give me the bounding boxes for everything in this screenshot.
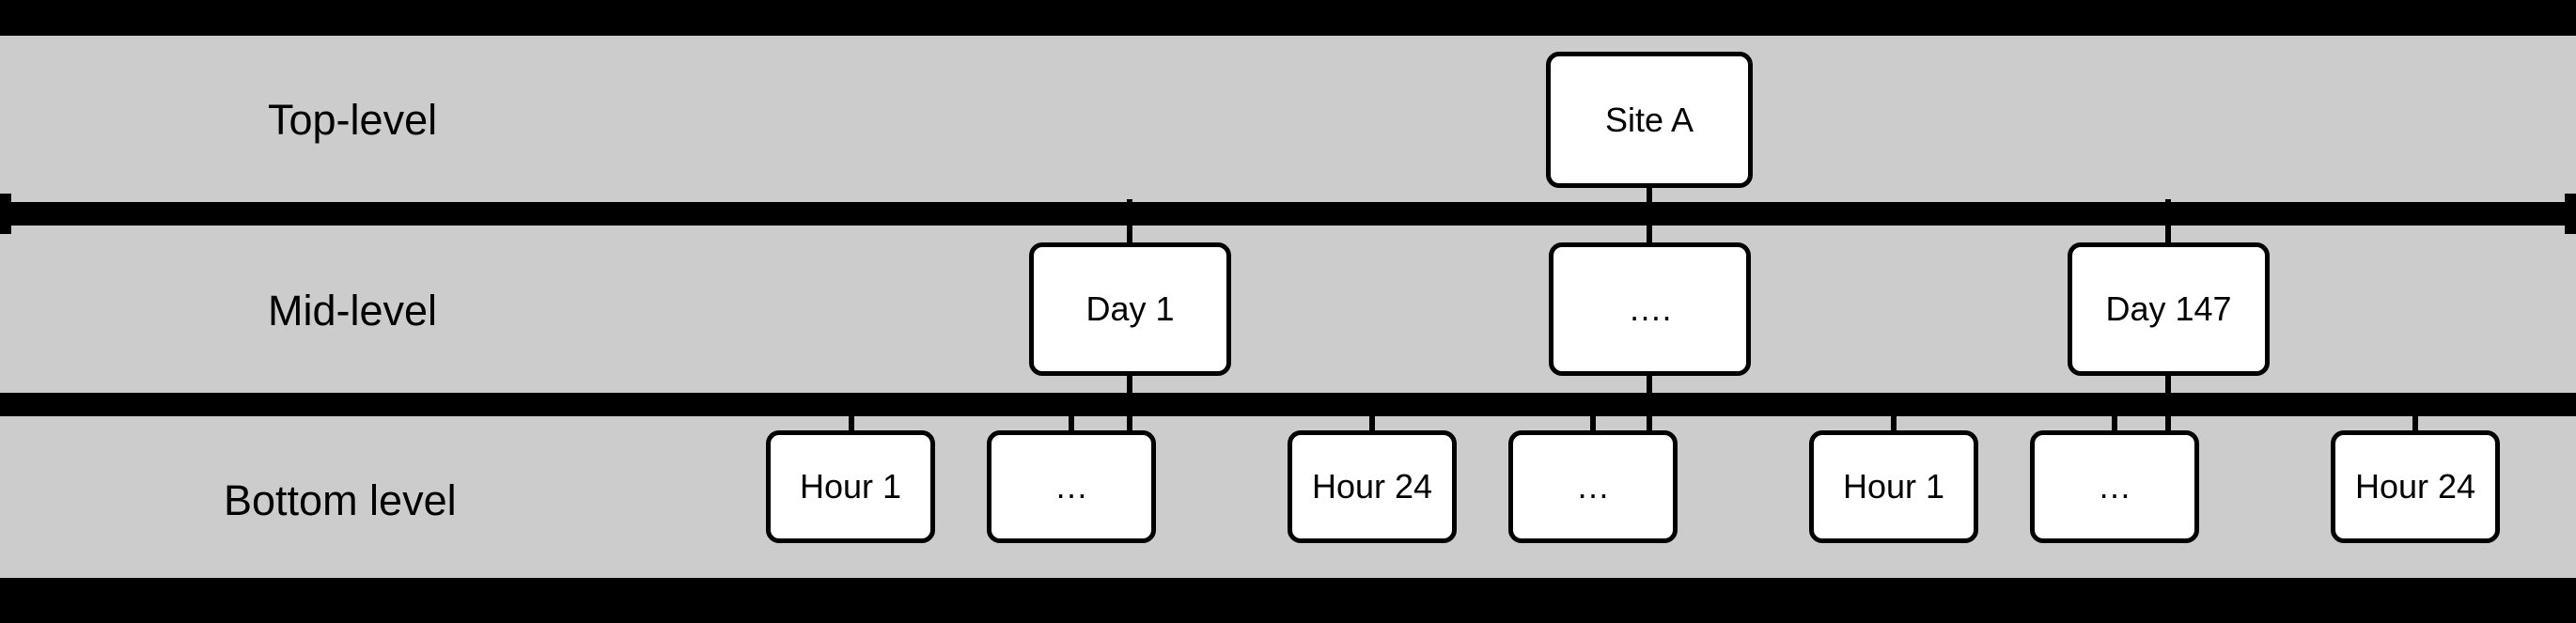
connector-hour-ellipsis-3-tick xyxy=(2112,412,2117,434)
node-hour-ellipsis-3[interactable]: … xyxy=(2030,430,2199,543)
level-separator-rail-bottom xyxy=(0,393,2576,416)
node-hour-24-b[interactable]: Hour 24 xyxy=(2331,430,2500,543)
connector-hour-1-b-tick xyxy=(1891,412,1897,434)
node-day-1[interactable]: Day 1 xyxy=(1029,242,1231,376)
rail-end-cap-right xyxy=(2565,194,2576,234)
node-site-a[interactable]: Site A xyxy=(1546,52,1753,188)
level-separator-rail-top xyxy=(0,202,2576,226)
level-label-bottom: Bottom level xyxy=(224,476,457,524)
node-hour-24-a[interactable]: Hour 24 xyxy=(1288,430,1457,543)
connector-hour-1-a-tick xyxy=(849,412,854,434)
node-hour-1-b[interactable]: Hour 1 xyxy=(1809,430,1978,543)
connector-day-ellipsis-tick xyxy=(1647,214,1652,246)
level-label-top: Top-level xyxy=(268,96,438,144)
level-label-mid: Mid-level xyxy=(268,287,438,335)
node-hour-1-a[interactable]: Hour 1 xyxy=(766,430,935,543)
node-hour-ellipsis-2[interactable]: … xyxy=(1508,430,1678,543)
node-day-ellipsis[interactable]: …. xyxy=(1549,242,1751,376)
connector-hour-24-b-tick xyxy=(2412,412,2418,434)
connector-hour-ellipsis-1-tick xyxy=(1069,412,1074,434)
connector-hour-24-a-tick xyxy=(1369,412,1375,434)
level-band-top xyxy=(0,36,2576,202)
node-day-147[interactable]: Day 147 xyxy=(2068,242,2270,376)
connector-day-1-tick xyxy=(1127,214,1132,246)
node-hour-ellipsis-1[interactable]: … xyxy=(987,430,1156,543)
connector-hour-ellipsis-2-tick xyxy=(1590,412,1596,434)
connector-day-147-tick xyxy=(2165,214,2171,246)
rail-end-cap-left xyxy=(0,194,11,234)
